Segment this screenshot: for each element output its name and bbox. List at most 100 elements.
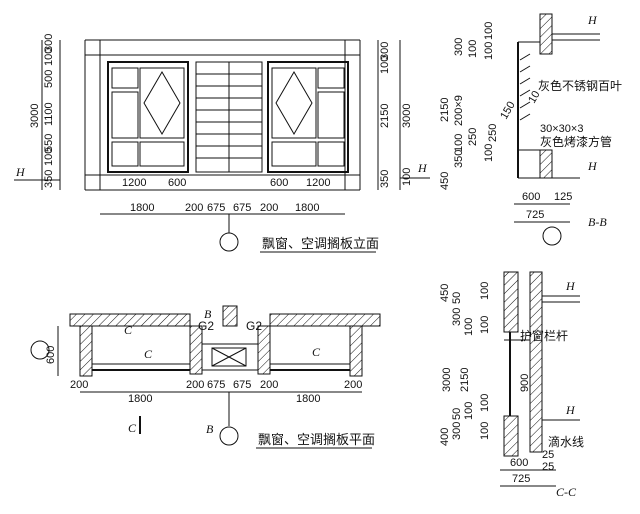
cc-left-3000: 3000: [441, 368, 453, 392]
plan-label-b2: B: [206, 422, 214, 436]
plan-bot-200b: 200: [186, 379, 204, 391]
cc-level-mark-bot: H: [565, 403, 576, 417]
plan-bot-1800a: 1800: [128, 393, 152, 405]
plan-bot-200a: 200: [70, 379, 88, 391]
elev-left-dim-350: 350: [43, 170, 55, 188]
elev-bot2-200b: 200: [260, 202, 278, 214]
left-bay-window: [107, 61, 189, 173]
bb-bot-600: 600: [522, 191, 540, 203]
elevation-view: 350 100 550 1100 500 100 300 3000 H 350 …: [14, 34, 430, 253]
plan-axis-circle-bottom: [219, 426, 239, 446]
elev-bot2-1800a: 1800: [130, 202, 154, 214]
plan-bot-675b: 675: [233, 379, 251, 391]
cc-left-400: 400: [439, 428, 451, 446]
bb-right-250: 250: [487, 124, 499, 142]
elev-right-dim-350: 350: [379, 170, 391, 188]
plan-label-b1: B: [204, 307, 212, 321]
cc-left-450: 450: [439, 284, 451, 302]
cc-title: C-C: [556, 485, 577, 499]
bb-left-350: 350: [453, 150, 465, 168]
elev-bot-dim-1200b: 1200: [306, 177, 330, 189]
elev-bot2-675a: 675: [207, 202, 225, 214]
plan-caption: 飘窗、空调搁板平面: [258, 432, 375, 447]
bb-left-100: 100: [453, 134, 465, 152]
cc-left-50: 50: [451, 292, 463, 304]
elev-level-mark-left: H: [15, 165, 26, 179]
elev-left-dim-1100: 1100: [43, 102, 55, 126]
plan-left-600: 600: [45, 346, 57, 364]
elev-bot-dim-600a: 600: [168, 177, 186, 189]
elev-right-dim-3000: 3000: [401, 104, 413, 128]
cc-left-50b: 50: [451, 408, 463, 420]
plan-bot-1800b: 1800: [296, 393, 320, 405]
elev-bot2-200a: 200: [185, 202, 203, 214]
elev-left-dim-100: 100: [43, 148, 55, 166]
cc-right-100c: 100: [479, 394, 491, 412]
bb-left-250: 250: [467, 128, 479, 146]
bb-right-150: 150: [498, 100, 518, 122]
elev-bot2-1800b: 1800: [295, 202, 319, 214]
cc-note-railing: 护窗栏杆: [520, 328, 568, 343]
plan-axis-circle-left: [30, 340, 50, 360]
bb-axis-circle: [542, 226, 562, 246]
elev-bot2-675b: 675: [233, 202, 251, 214]
cc-left-100: 100: [463, 318, 475, 336]
elev-right-dim-100b: 100: [379, 56, 391, 74]
elev-left-dim-500: 500: [43, 70, 55, 88]
elev-right-dim-100: 100: [401, 168, 413, 186]
plan-label-c4: C: [128, 421, 137, 435]
bb-note-size: 30×30×3: [540, 123, 583, 135]
elev-bot-dim-600b: 600: [270, 177, 288, 189]
bb-bot-725: 725: [526, 209, 544, 221]
elev-axis-circle: [219, 232, 239, 252]
bb-note-louver: 灰色不锈钢百叶: [538, 79, 622, 93]
section-bb-view: H H 450 350 100 2150 200×9 250 100 300 1…: [439, 13, 622, 246]
elev-level-mark-right: H: [417, 161, 428, 175]
elev-bot-dim-1200a: 1200: [122, 177, 146, 189]
bb-right-100c: 100: [483, 144, 495, 162]
elevation-caption: 飘窗、空调搁板立面: [262, 236, 379, 251]
cc-bot-25a: 25: [542, 449, 554, 461]
bb-left-200x9: 200×9: [453, 95, 465, 126]
bb-right-10: 10: [526, 89, 543, 106]
cc-bot-600: 600: [510, 457, 528, 469]
right-bay-window: [267, 61, 349, 173]
elev-right-dim-2150: 2150: [379, 104, 391, 128]
cc-left-300b: 300: [451, 422, 463, 440]
plan-label-c2: C: [144, 347, 153, 361]
plan-bot-200d: 200: [344, 379, 362, 391]
bb-level-mark-top: H: [587, 13, 598, 27]
elev-left-dim-100b: 100: [43, 48, 55, 66]
bb-level-mark-bot: H: [587, 159, 598, 173]
bb-bot-125: 125: [554, 191, 572, 203]
bb-left-450: 450: [439, 172, 451, 190]
bb-left-2150: 2150: [439, 98, 451, 122]
elev-left-dim-550: 550: [43, 134, 55, 152]
section-cc-view: H H 450 300 50 100 3000 2150 300 50 100 …: [439, 271, 584, 499]
bb-note-tube: 灰色烤漆方管: [540, 134, 612, 149]
plan-label-c3: C: [312, 345, 321, 359]
elev-left-dim-300: 300: [43, 34, 55, 52]
cc-left-100b: 100: [463, 402, 475, 420]
cc-right-900: 900: [519, 374, 531, 392]
cc-left-2150: 2150: [459, 368, 471, 392]
plan-label-g2a: G2: [198, 319, 214, 333]
plan-bot-200c: 200: [260, 379, 278, 391]
cc-left-300: 300: [451, 308, 463, 326]
cc-level-mark-top: H: [565, 279, 576, 293]
bb-right-100b: 100: [483, 22, 495, 40]
bb-left-300: 300: [453, 38, 465, 56]
cc-right-100d: 100: [479, 422, 491, 440]
plan-label-c1: C: [124, 323, 133, 337]
elev-left-dim-3000: 3000: [29, 104, 41, 128]
bb-right-100: 100: [483, 42, 495, 60]
cc-right-100b: 100: [479, 316, 491, 334]
cc-bot-725: 725: [512, 473, 530, 485]
cc-note-drip: 滴水线: [548, 434, 584, 449]
cc-bot-25b: 25: [542, 461, 554, 473]
bb-title: B-B: [588, 215, 607, 229]
bb-left-100b: 100: [467, 40, 479, 58]
plan-view: C C C B B G2 G2 C 600 200 1800 200 675 6…: [30, 305, 381, 449]
cc-right-100a: 100: [479, 282, 491, 300]
